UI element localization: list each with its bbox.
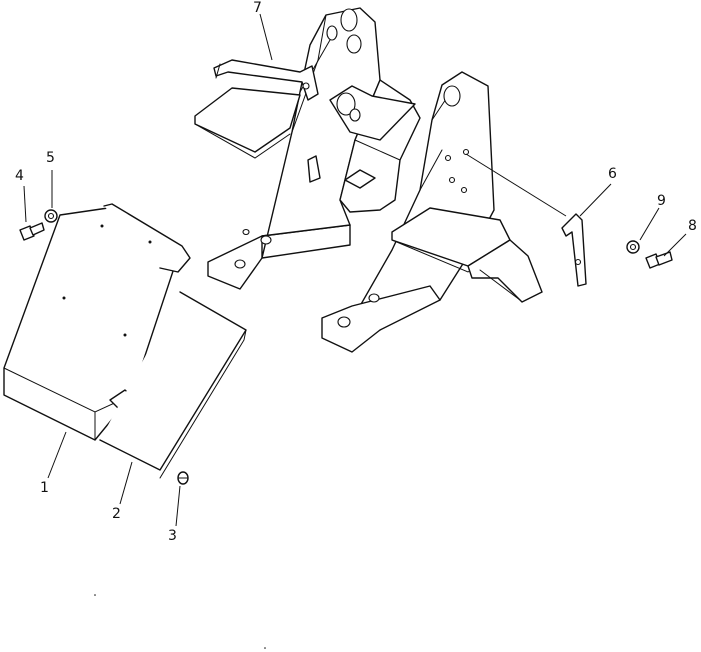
callout-labels: 1 2 3 4 5 6 7 8 9 (15, 0, 697, 544)
callout-2: 2 (112, 506, 121, 522)
callout-6: 6 (608, 166, 617, 182)
part-6-clip-bracket (561, 213, 587, 287)
assembly-axis-line (465, 153, 567, 217)
callout-5: 5 (46, 150, 55, 166)
callout-9: 9 (657, 193, 666, 209)
part-2-lower-plate (99, 291, 247, 479)
part-8-bolt (645, 251, 673, 269)
main-frame-assembly (194, 7, 543, 353)
callout-4: 4 (15, 168, 24, 184)
part-4-bolt (19, 222, 45, 241)
leader-lines (23, 13, 687, 527)
part-3-nut (177, 471, 189, 485)
part-5-washer (44, 209, 58, 223)
callout-7: 7 (253, 0, 262, 16)
callout-1: 1 (40, 480, 49, 496)
scan-speck (94, 594, 96, 596)
scan-speck (264, 647, 266, 649)
part-9-washer (626, 240, 640, 254)
callout-3: 3 (168, 528, 177, 544)
callout-8: 8 (688, 218, 697, 234)
